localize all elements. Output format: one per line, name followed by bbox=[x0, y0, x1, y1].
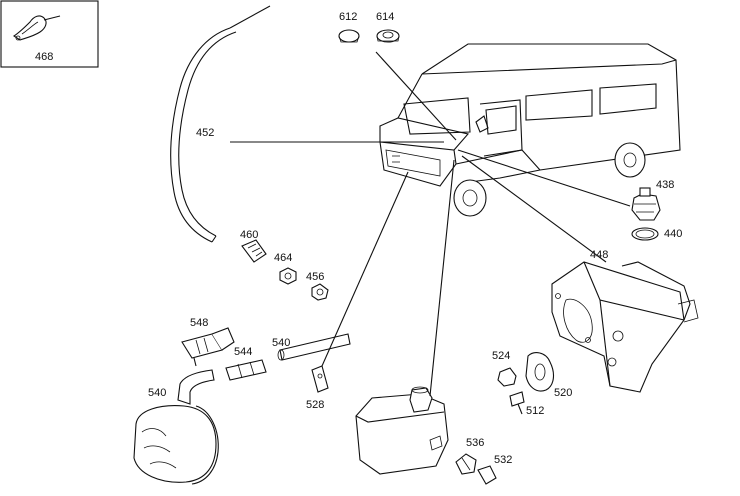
leader-lines bbox=[230, 51, 631, 397]
gasket-520-part bbox=[525, 352, 555, 392]
clip-528-part bbox=[311, 365, 329, 393]
van-body bbox=[379, 43, 681, 217]
cable-clip-part bbox=[13, 15, 61, 41]
washer-pump-438-part bbox=[631, 187, 661, 221]
label-524: 524 bbox=[492, 350, 510, 362]
label-512: 512 bbox=[526, 405, 544, 417]
bracket-448-part bbox=[551, 261, 699, 393]
label-544: 544 bbox=[234, 346, 252, 358]
label-528: 528 bbox=[306, 399, 324, 411]
callout-labels: 452 612 614 438 440 448 460 464 456 548 … bbox=[148, 11, 682, 466]
hose-540-left-part bbox=[177, 369, 215, 405]
sleeve-532-part bbox=[477, 465, 497, 485]
label-540-left: 540 bbox=[148, 387, 166, 399]
nut-464-part bbox=[279, 267, 297, 285]
check-valve-548-part bbox=[181, 327, 235, 367]
reservoir-tank-part bbox=[355, 386, 449, 475]
label-452: 452 bbox=[196, 127, 214, 139]
seal-ring-440-part bbox=[631, 227, 659, 241]
washer-hose-part bbox=[170, 5, 271, 243]
label-540-right: 540 bbox=[272, 337, 290, 349]
hose-540-right-part bbox=[277, 333, 351, 361]
label-448: 448 bbox=[590, 249, 608, 261]
label-440: 440 bbox=[664, 228, 682, 240]
label-520: 520 bbox=[554, 387, 572, 399]
inset-468: 468 bbox=[0, 0, 99, 68]
label-456: 456 bbox=[306, 271, 324, 283]
label-612: 612 bbox=[339, 11, 357, 23]
cap-524-part bbox=[497, 367, 517, 387]
label-548: 548 bbox=[190, 317, 208, 329]
clamp-536-part bbox=[455, 453, 477, 475]
label-614: 614 bbox=[376, 11, 394, 23]
label-464: 464 bbox=[274, 252, 292, 264]
label-532: 532 bbox=[494, 454, 512, 466]
bolt-512-part bbox=[509, 391, 525, 415]
nut-456-part bbox=[311, 283, 329, 301]
grommet-614-part bbox=[376, 29, 400, 43]
label-468: 468 bbox=[35, 51, 53, 63]
connector-460-part bbox=[241, 239, 267, 263]
label-536: 536 bbox=[466, 437, 484, 449]
pump-motor-part bbox=[133, 405, 219, 485]
connector-544-part bbox=[225, 359, 267, 381]
plug-612-part bbox=[338, 29, 360, 43]
label-438: 438 bbox=[656, 179, 674, 191]
label-460: 460 bbox=[240, 229, 258, 241]
